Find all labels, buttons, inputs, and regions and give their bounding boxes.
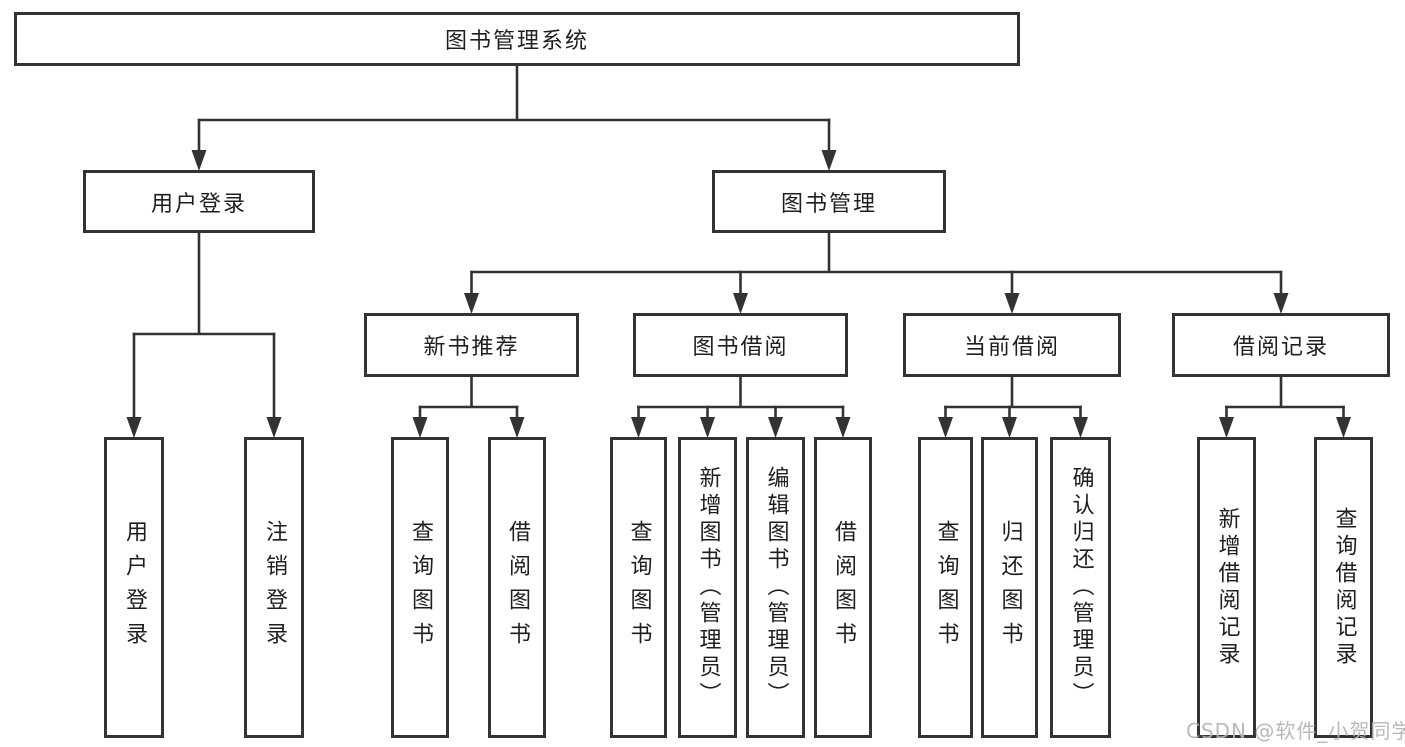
node-v-borrow-book-1: 借阅图书 — [488, 437, 546, 738]
node-current-borrow: 当前借阅 — [903, 313, 1121, 377]
node-v-query-record: 查询借阅记录 — [1314, 437, 1373, 738]
node-label: 新增图书（管理员） — [695, 466, 721, 709]
node-v-borrow-book-2: 借阅图书 — [814, 437, 872, 738]
node-v-query-book-2: 查询图书 — [610, 437, 667, 738]
node-root: 图书管理系统 — [14, 12, 1020, 66]
node-label: 图书管理系统 — [444, 29, 589, 54]
node-v-add-record: 新增借阅记录 — [1197, 437, 1256, 738]
node-v-query-book-3: 查询图书 — [918, 437, 973, 738]
node-label: 编辑图书（管理员） — [763, 466, 789, 709]
node-borrow-records: 借阅记录 — [1172, 313, 1390, 377]
node-v-confirm-return: 确认归还（管理员） — [1050, 437, 1111, 738]
node-label: 归还图书 — [997, 519, 1023, 656]
node-label: 图书借阅 — [692, 335, 789, 360]
node-v-query-book-1: 查询图书 — [391, 437, 449, 738]
node-label: 当前借阅 — [963, 335, 1060, 360]
node-label: 借阅图书 — [831, 519, 856, 656]
node-user-login: 用户登录 — [83, 170, 315, 233]
node-label: 确认归还（管理员） — [1068, 466, 1094, 709]
node-label: 用户登录 — [150, 191, 247, 217]
node-label: 图书管理 — [780, 191, 877, 217]
node-label: 查询图书 — [626, 519, 652, 656]
node-label: 注销登录 — [262, 519, 287, 656]
node-new-book-rec: 新书推荐 — [364, 313, 579, 377]
node-label: 查询图书 — [933, 519, 959, 656]
node-label: 新书推荐 — [423, 335, 520, 360]
node-label: 查询借阅记录 — [1331, 506, 1357, 669]
node-label: 用户登录 — [122, 519, 147, 656]
node-label: 借阅记录 — [1232, 335, 1329, 360]
node-v-add-book: 新增图书（管理员） — [678, 437, 737, 738]
node-v-user-login: 用户登录 — [104, 437, 164, 738]
node-label: 新增借阅记录 — [1214, 506, 1240, 669]
node-book-borrow: 图书借阅 — [633, 313, 848, 377]
node-v-logout: 注销登录 — [244, 437, 304, 738]
node-label: 借阅图书 — [505, 519, 530, 656]
node-v-return-book: 归还图书 — [981, 437, 1038, 738]
node-v-edit-book: 编辑图书（管理员） — [746, 437, 805, 738]
node-label: 查询图书 — [408, 519, 433, 656]
node-book-mgmt: 图书管理 — [712, 170, 946, 233]
